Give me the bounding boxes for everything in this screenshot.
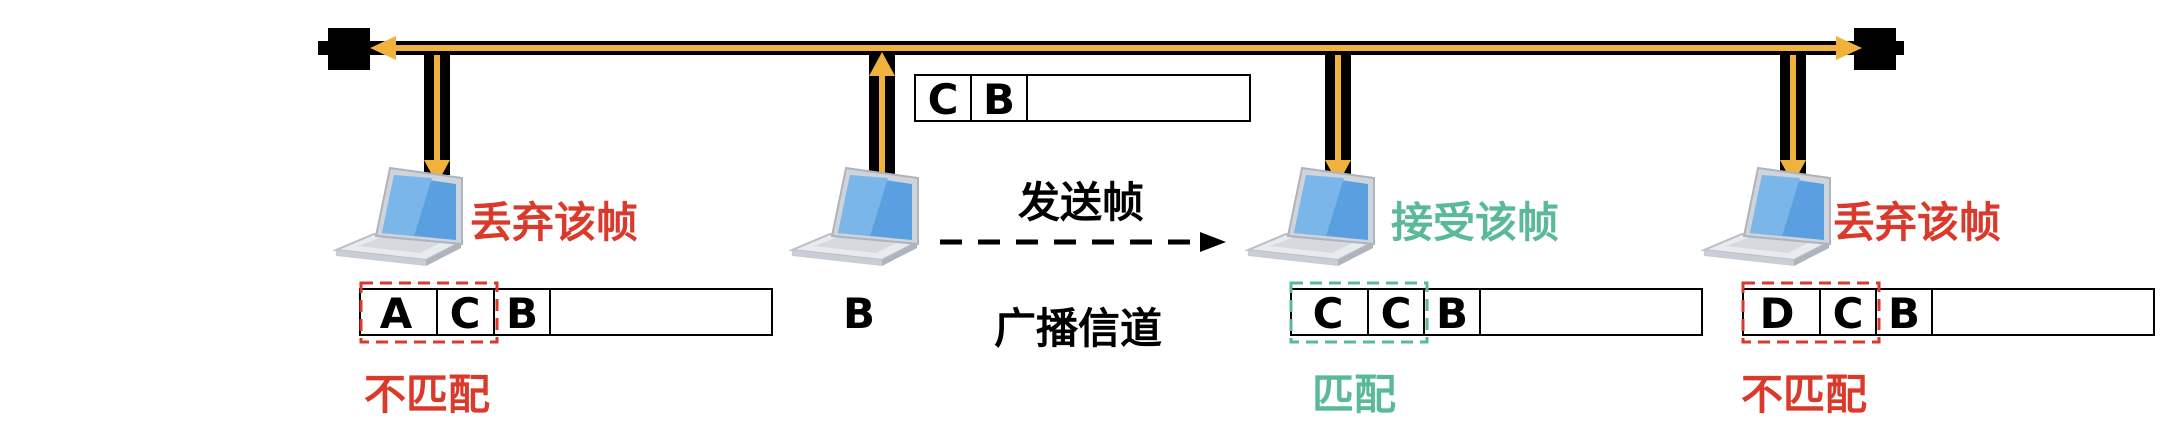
bus-end-left (328, 28, 370, 70)
receiver-2-field-3: B (1435, 289, 1468, 338)
receiver-1-status: 丢弃该帧 (470, 199, 639, 246)
drop-receiver-2 (1325, 55, 1351, 184)
bus-arrow-right-head (1836, 36, 1862, 60)
receiver-3-status: 丢弃该帧 (1833, 199, 2002, 246)
bus-end-right (1854, 28, 1896, 70)
laptop-icon-receiver-3 (1703, 167, 1831, 267)
receiver-frame-2 (1289, 281, 1703, 344)
channel-label: 广播信道 (994, 305, 1163, 352)
drop-sender (869, 52, 895, 175)
receiver-3-match: 不匹配 (1741, 371, 1868, 418)
receiver-3-field-3: B (1887, 289, 1920, 338)
receiver-3-field-1: D (1759, 289, 1795, 338)
receiver-2-match: 匹配 (1312, 371, 1397, 418)
receiver-2-status: 接受该帧 (1391, 199, 1560, 246)
receiver-3-field-2: C (1832, 289, 1864, 338)
laptop-icon-receiver-1 (335, 167, 463, 267)
receiver-frame-3 (1741, 281, 2155, 344)
sender-name: B (842, 289, 875, 338)
receiver-1-match: 不匹配 (364, 371, 491, 418)
laptop-icon-sender (791, 167, 919, 267)
sent-frame-field-1: C (927, 75, 959, 124)
drop-receiver-3 (1780, 55, 1806, 184)
receiver-1-field-1: A (379, 289, 413, 338)
sent-frame-field-2: B (982, 75, 1015, 124)
sent-frame (914, 74, 1251, 122)
receiver-2-field-1: C (1312, 289, 1344, 338)
laptop-icon-receiver-2 (1247, 167, 1375, 267)
sender-action-label: 发送帧 (1018, 179, 1145, 226)
receiver-2-field-2: C (1380, 289, 1412, 338)
drop-receiver-1 (424, 55, 450, 184)
receiver-1-field-2: C (449, 289, 481, 338)
receiver-frame-1 (359, 281, 773, 344)
bus-arrow-left-head (370, 36, 396, 60)
send-arrow-head (1200, 232, 1226, 252)
receiver-1-field-3: B (505, 289, 538, 338)
